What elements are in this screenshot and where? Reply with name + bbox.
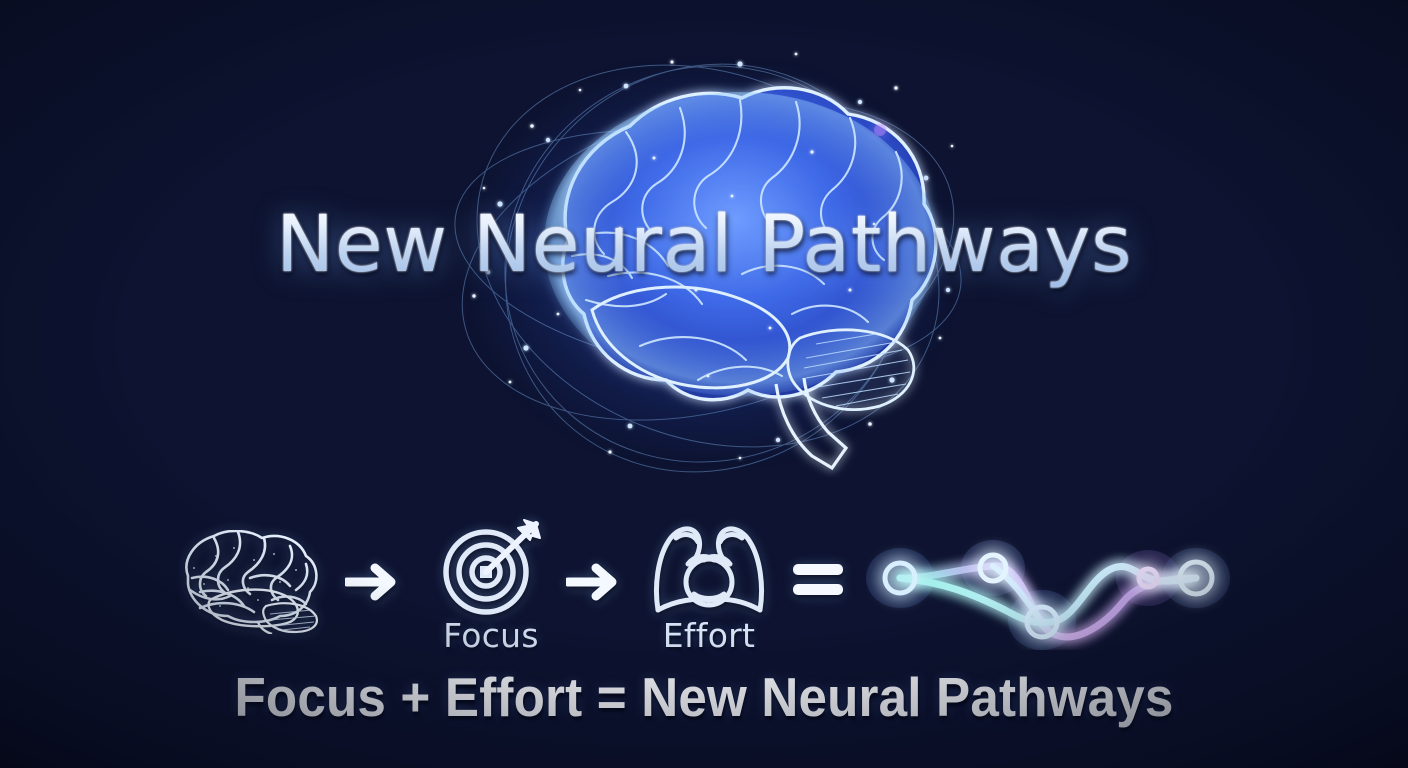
purple-flare <box>874 124 886 136</box>
step-brain <box>170 530 322 634</box>
equals-icon <box>790 556 846 602</box>
brain-outline-icon <box>170 530 322 634</box>
step-focus: Focus <box>432 514 550 655</box>
focus-label: Focus <box>443 616 539 655</box>
effort-label: Effort <box>662 616 756 655</box>
tagline: Focus + Effort = New Neural Pathways <box>234 666 1174 728</box>
page-title: New Neural Pathways <box>0 200 1408 290</box>
arrow-right-icon <box>345 560 407 604</box>
flexed-biceps-icon <box>650 514 768 618</box>
step-arrow-1 <box>345 560 407 604</box>
neural-pathway-svg <box>866 540 1230 650</box>
step-equals <box>790 556 846 602</box>
arrow-right-icon <box>566 560 628 604</box>
step-effort: Effort <box>650 514 768 655</box>
step-arrow-2 <box>566 560 628 604</box>
neural-pathway-icon <box>865 530 1235 650</box>
target-bullseye-icon <box>432 514 550 618</box>
